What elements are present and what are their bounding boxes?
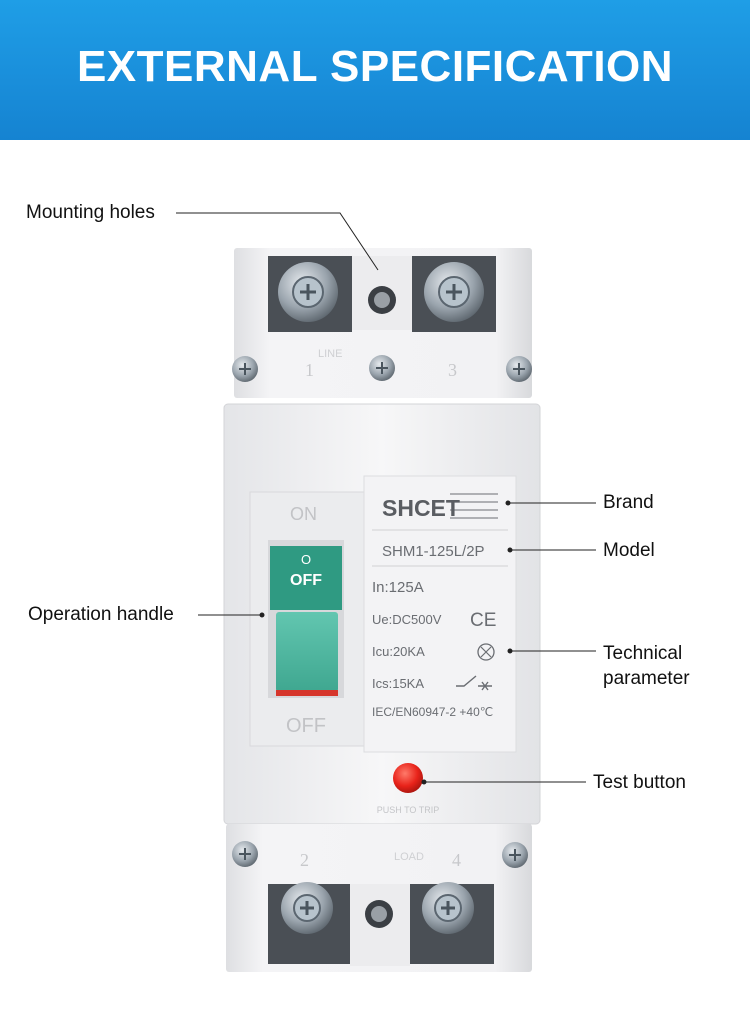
terminal-number-3: 3 — [448, 360, 457, 380]
callout-technical-parameter-line2: parameter — [603, 668, 690, 689]
callout-brand: Brand — [603, 492, 654, 513]
switch-symbol-icon — [456, 675, 492, 691]
terminal-label-line: LINE — [318, 348, 342, 360]
mounting-hole-icon — [368, 286, 396, 314]
brand-name: SHCET — [382, 495, 460, 521]
screw-icon — [281, 882, 333, 934]
push-to-trip-label: PUSH TO TRIP — [377, 805, 440, 815]
screw-icon — [502, 842, 528, 868]
screw-icon — [369, 355, 395, 381]
rated-voltage: Ue:DC500V — [372, 612, 442, 627]
terminal-number-1: 1 — [305, 360, 314, 380]
callout-mounting-holes: Mounting holes — [26, 202, 155, 223]
bottom-terminal-block — [226, 824, 532, 972]
test-button[interactable] — [393, 763, 423, 793]
page-title: EXTERNAL SPECIFICATION — [76, 42, 674, 91]
ics-rating: Ics:15KA — [372, 676, 424, 691]
callout-model: Model — [603, 540, 655, 561]
callout-technical-parameter-line1: Technical — [603, 643, 683, 664]
screw-icon — [278, 262, 338, 322]
screw-icon — [422, 882, 474, 934]
screw-icon — [232, 841, 258, 867]
handle-indicator-o: O — [301, 552, 311, 567]
callout-test-button: Test button — [593, 772, 686, 793]
icu-rating: Icu:20KA — [372, 644, 425, 659]
terminal-number-4: 4 — [452, 850, 461, 870]
standard-rating: IEC/EN60947-2 +40℃ — [372, 705, 493, 719]
rated-current: In:125A — [372, 579, 424, 596]
screw-icon — [506, 356, 532, 382]
operation-handle[interactable] — [270, 546, 342, 696]
model-number: SHM1-125L/2P — [382, 543, 485, 560]
callout-operation-handle: Operation handle — [28, 604, 174, 625]
terminal-number-2: 2 — [300, 850, 309, 870]
isolation-symbol-icon — [477, 643, 495, 661]
header-banner: EXTERNAL SPECIFICATION — [0, 0, 750, 140]
mounting-hole-icon — [365, 900, 393, 928]
callout-leader-lines — [176, 212, 596, 783]
handle-off-label: OFF — [286, 715, 326, 737]
screw-icon — [424, 262, 484, 322]
handle-indicator-off: OFF — [290, 572, 322, 589]
rating-label-plate — [363, 475, 517, 753]
callout-dots — [259, 500, 513, 785]
screw-icon — [232, 356, 258, 382]
handle-on-label: ON — [290, 504, 317, 524]
ce-mark-icon: CE — [470, 610, 496, 631]
terminal-label-load: LOAD — [394, 851, 424, 863]
